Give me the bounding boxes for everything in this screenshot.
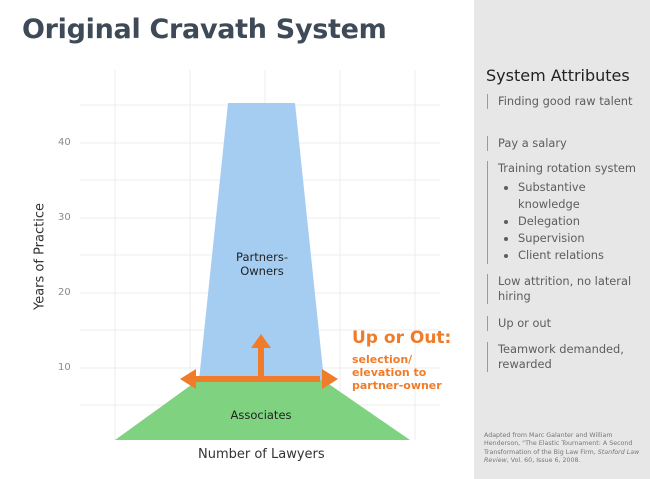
attribute-item: Teamwork demanded, rewarded <box>487 342 638 372</box>
attribute-item: Training rotation system Substantive kno… <box>487 161 638 264</box>
partners-shape <box>199 103 324 380</box>
y-axis-label: Years of Practice <box>32 203 48 311</box>
attribute-subitem: Client relations <box>518 247 638 264</box>
attribute-subitem: Delegation <box>518 213 638 230</box>
attribute-subitem: Substantive knowledge <box>518 179 638 213</box>
slide-title: Original Cravath System <box>22 14 387 45</box>
y-tick-30: 30 <box>58 212 71 223</box>
attribute-sublist: Substantive knowledge Delegation Supervi… <box>498 179 638 264</box>
attribute-text: Training rotation system <box>498 161 637 175</box>
attribute-text: Low attrition, no lateral hiring <box>498 274 632 303</box>
y-tick-40: 40 <box>58 137 71 148</box>
associates-label: Associates <box>230 408 292 422</box>
attributes-heading: System Attributes <box>486 66 630 85</box>
up-or-out-subtitle: selection/ elevation to partner-owner <box>352 353 442 392</box>
attribute-item: Low attrition, no lateral hiring <box>487 274 638 304</box>
citation: Adapted from Marc Galanter and William H… <box>484 432 644 466</box>
associates-shape <box>115 380 410 440</box>
up-or-out-title: Up or Out: <box>352 328 452 348</box>
attribute-item: Up or out <box>487 316 638 331</box>
x-axis-label: Number of Lawyers <box>198 447 325 462</box>
citation-journal: Stanford Law Review <box>484 448 640 465</box>
diagram-canvas <box>80 70 440 440</box>
attribute-subitem: Supervision <box>518 230 638 247</box>
attribute-text: Up or out <box>498 316 552 330</box>
attribute-item: Finding good raw talent <box>487 94 638 109</box>
attribute-text: Teamwork demanded, rewarded <box>498 342 624 371</box>
y-tick-10: 10 <box>58 362 71 373</box>
slide-main: Original Cravath System <box>22 14 452 462</box>
citation-text: Adapted from Marc Galanter and William H… <box>484 432 633 456</box>
up-or-out-arrows <box>180 334 338 389</box>
partners-label: Partners- Owners <box>236 250 288 278</box>
attribute-text: Finding good raw talent <box>498 94 633 108</box>
y-tick-20: 20 <box>58 287 71 298</box>
attribute-item: Pay a salary <box>487 136 638 151</box>
attribute-text: Pay a salary <box>498 136 567 150</box>
citation-tail: , Vol. 60, Issue 6, 2008. <box>506 457 581 465</box>
attributes-panel: System Attributes Finding good raw talen… <box>474 0 650 479</box>
